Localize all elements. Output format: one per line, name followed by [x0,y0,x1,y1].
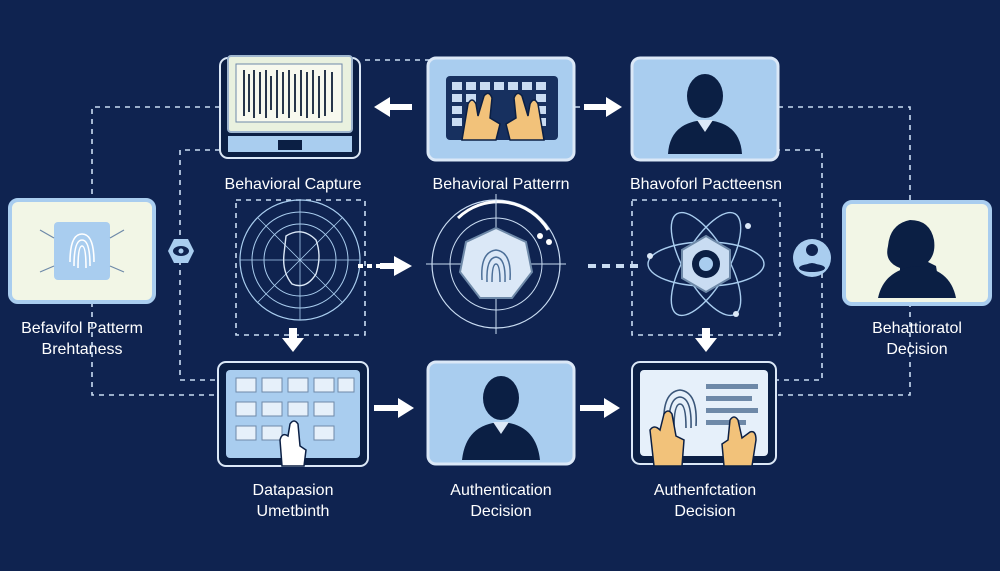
label-bottom-mid-line1: Authentication [450,482,552,499]
arrow-down-right [695,328,717,352]
label-bottom-left-line2: Umetbinth [256,503,330,520]
person-profile-icon [842,200,992,306]
face-scan-icon [239,199,361,321]
label-left-card-line1: Befavifol Patterm [21,320,143,337]
label-bottom-mid-line2: Decision [470,503,532,520]
monitor-barcode-icon [219,55,361,159]
label-behavioral-pattern-top: Behavioral Patterrn [432,176,570,193]
fingerprint-tablet-icon [631,361,777,467]
label-bottom-left-line1: Datapasion [252,482,334,499]
dashed-connectors [91,59,911,396]
arrow-to-auth-mid [374,398,414,418]
fingerprint-target-icon [426,194,566,334]
arrow-to-auth-right [580,398,620,418]
arrow-to-fingerprint-target [358,256,412,276]
arrow-to-capture [374,97,412,117]
user-stack-node-icon [793,239,831,277]
label-left-card-line2: Brehtaness [41,341,123,358]
person-silhouette-icon [630,56,780,162]
label-right-card-line1: Behattioratol [872,320,962,337]
label-bottom-mid: Authentication Decision [418,480,584,522]
label-right-card-line2: Decision [886,341,948,358]
label-right-card: Behattioratol Decision [838,318,996,360]
label-left-card: Befavifol Patterm Brehtaness [0,318,164,360]
arrow-down-left [282,328,304,352]
label-bottom-right-line1: Authenfctation [653,482,757,499]
atom-network-icon [647,211,765,317]
label-behavioral-pattern-right: Bhavoforl Pactteensn [629,176,783,193]
fingerprint-card-icon [8,198,156,304]
keyboard-hands-icon [426,56,576,162]
label-bottom-right: Authenfctation Decision [620,480,790,522]
eye-node-icon [168,239,194,263]
arrow-to-profile [584,97,622,117]
tablet-touch-icon [217,361,369,467]
label-bottom-right-line2: Decision [674,503,736,520]
label-bottom-left: Datapasion Umetbinth [212,480,374,522]
person-silhouette-icon [426,360,576,466]
label-behavioral-capture: Behavioral Capture [224,176,362,193]
